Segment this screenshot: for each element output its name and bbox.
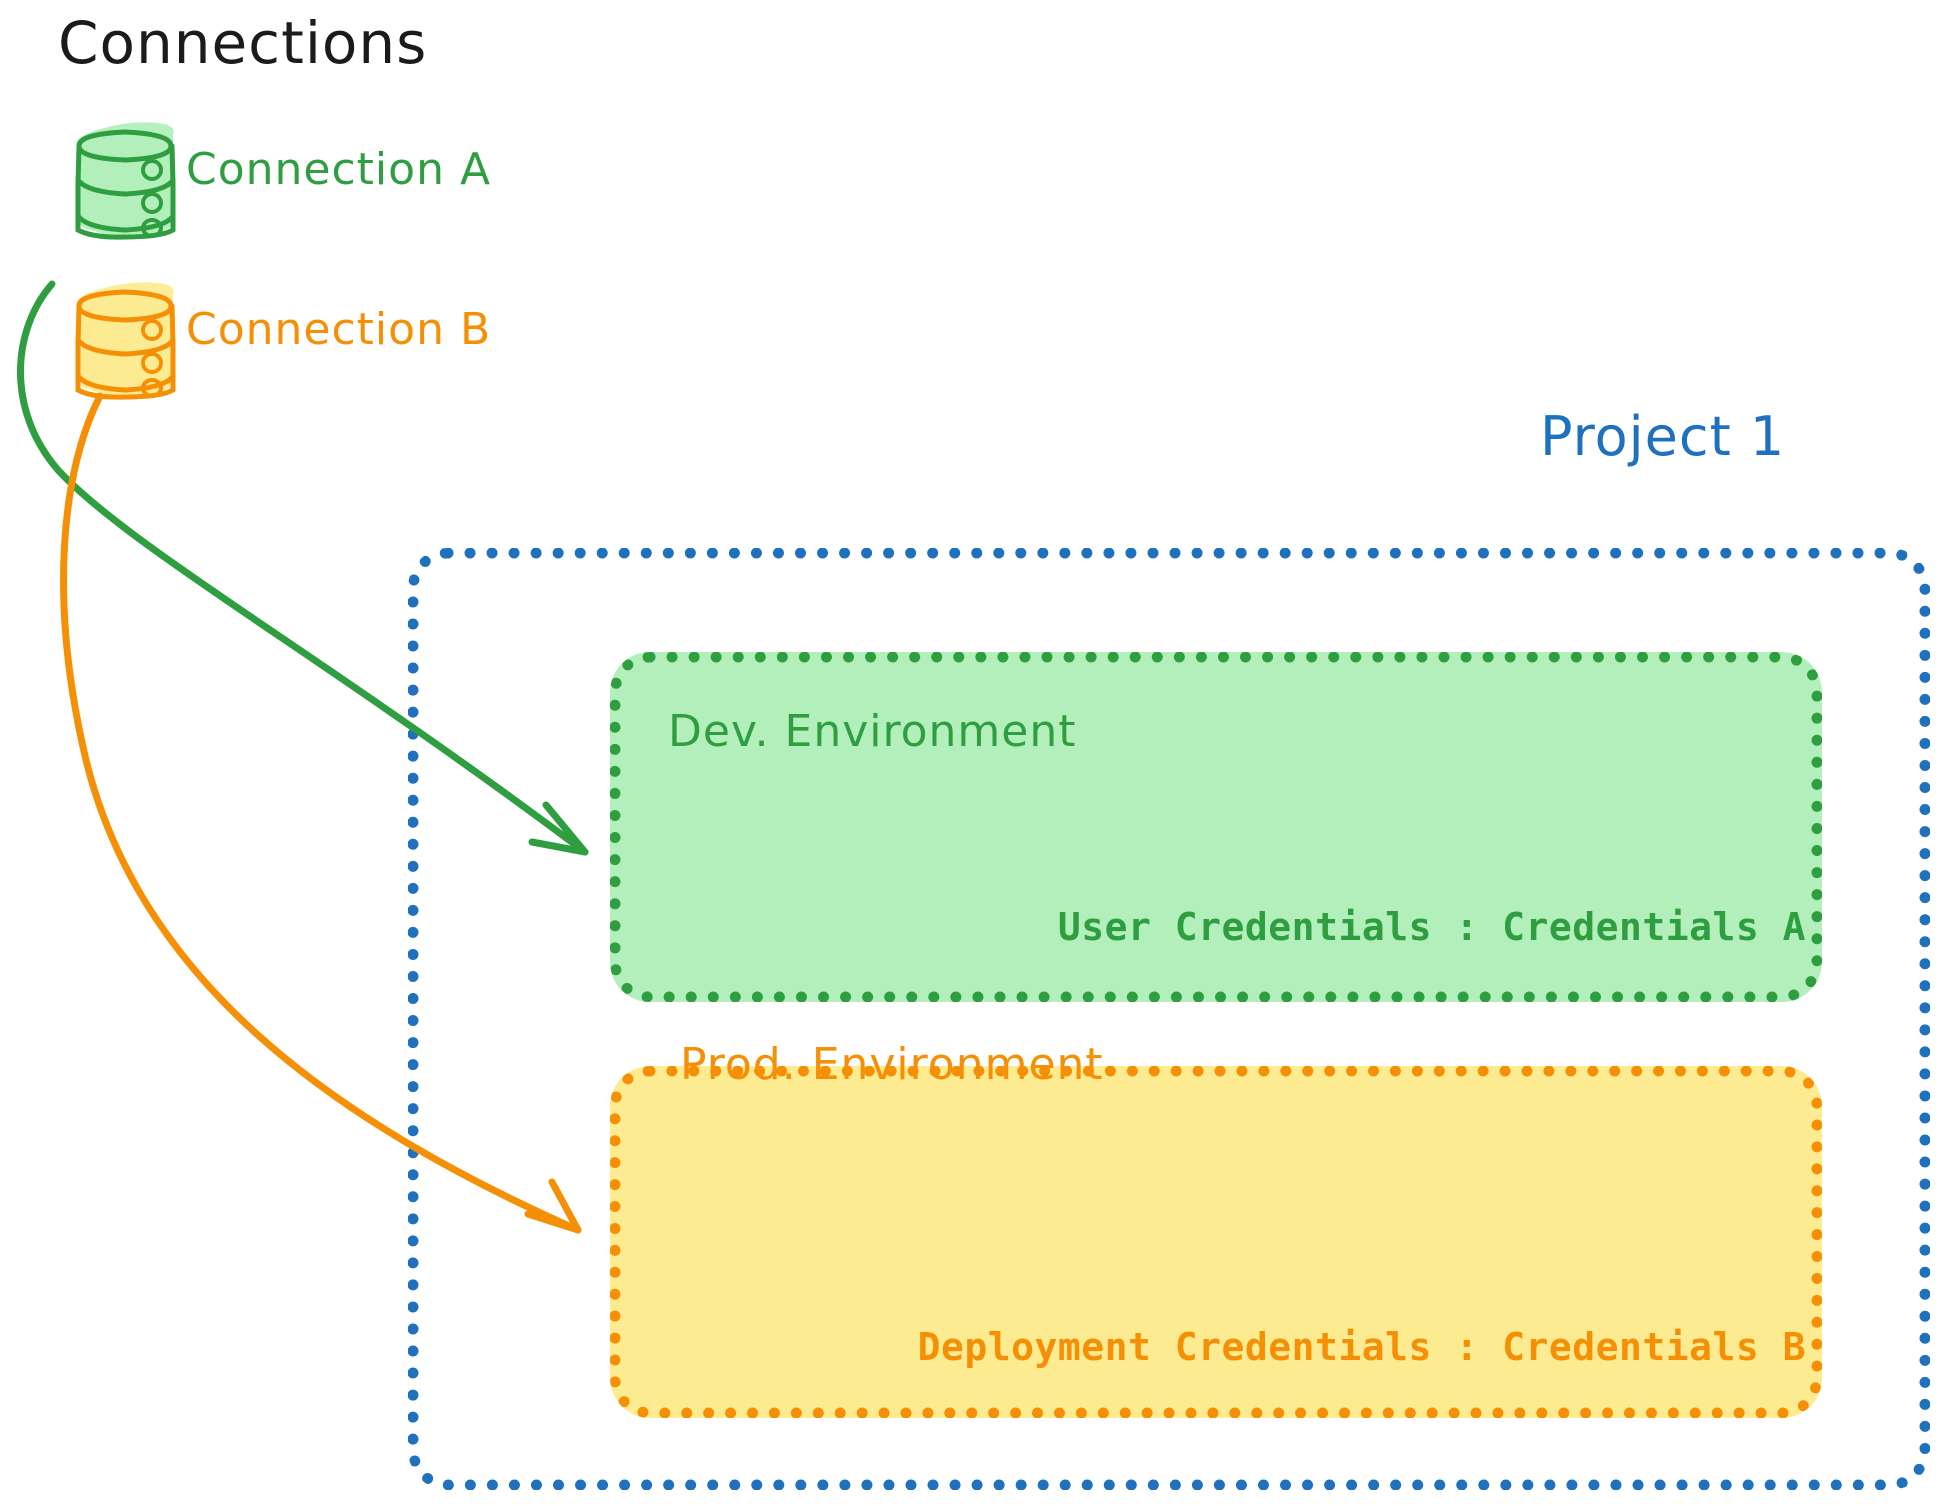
dev-environment-box	[610, 652, 1822, 1002]
page-title: Connections	[58, 9, 428, 77]
database-cylinder-icon-a	[75, 122, 176, 240]
connection-a-label: Connection A	[186, 144, 492, 195]
prod-environment-box	[610, 1066, 1822, 1418]
project-title: Project 1	[1540, 405, 1786, 468]
connection-b-label: Connection B	[186, 304, 492, 355]
database-cylinder-icon-b	[75, 282, 176, 400]
prod-environment-credentials: Deployment Credentials : Credentials B	[917, 1325, 1806, 1369]
dev-environment-credentials: User Credentials : Credentials A	[1057, 905, 1806, 949]
dev-environment-title: Dev. Environment	[668, 706, 1077, 757]
prod-environment-title: Prod. Environment	[680, 1039, 1104, 1090]
